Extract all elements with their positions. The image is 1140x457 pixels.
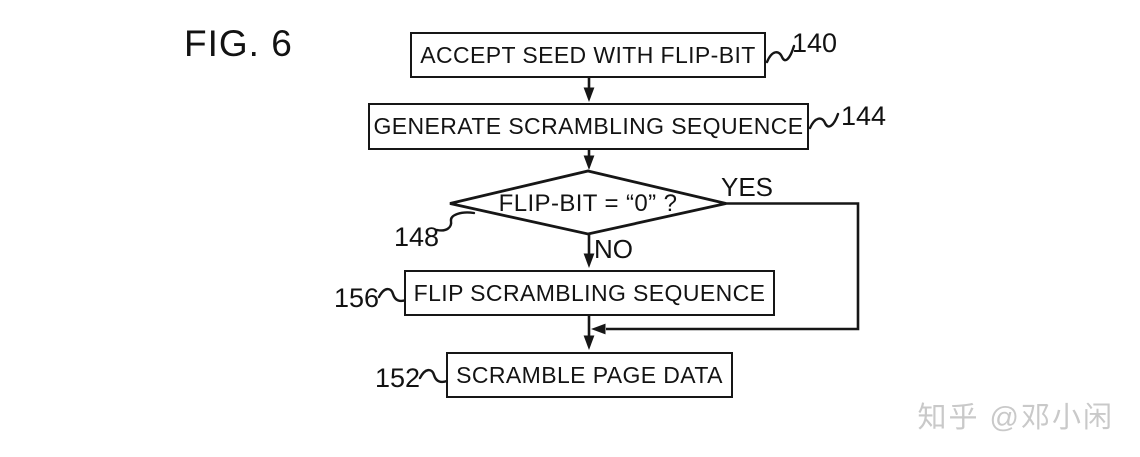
node-flip-bit-decision-label: FLIP-BIT = “0” ?: [498, 189, 678, 217]
ref-leader-squiggle-152: [418, 368, 449, 384]
figure-title: FIG. 6: [184, 23, 293, 64]
ref-label-140: 140: [792, 28, 838, 58]
arrowhead-into-generate: [583, 87, 595, 102]
ref-label-156: 156: [334, 283, 380, 313]
edge-yes-bypass: [606, 202, 860, 331]
arrowhead-into-flip: [583, 253, 595, 268]
ref-leader-squiggle-148: [435, 211, 476, 232]
arrowhead-into-scramble: [583, 335, 595, 350]
ref-label-152: 152: [375, 363, 421, 393]
node-flip-sequence: FLIP SCRAMBLING SEQUENCE: [404, 270, 775, 316]
node-scramble-page-data: SCRAMBLE PAGE DATA: [446, 352, 733, 398]
ref-label-148: 148: [394, 222, 440, 252]
branch-label-no: NO: [594, 234, 633, 264]
ref-leader-squiggle-144: [808, 112, 840, 130]
watermark: 知乎 @邓小闲: [917, 402, 1114, 434]
arrowhead-yes-junction: [591, 323, 606, 335]
branch-label-yes: YES: [721, 172, 774, 202]
ref-leader-squiggle-156: [377, 287, 408, 303]
arrowhead-into-decision: [583, 155, 595, 170]
node-generate-sequence: GENERATE SCRAMBLING SEQUENCE: [368, 103, 809, 150]
node-accept-seed: ACCEPT SEED WITH FLIP-BIT: [410, 32, 766, 78]
ref-leader-squiggle-140: [765, 44, 796, 64]
ref-label-144: 144: [841, 101, 887, 131]
